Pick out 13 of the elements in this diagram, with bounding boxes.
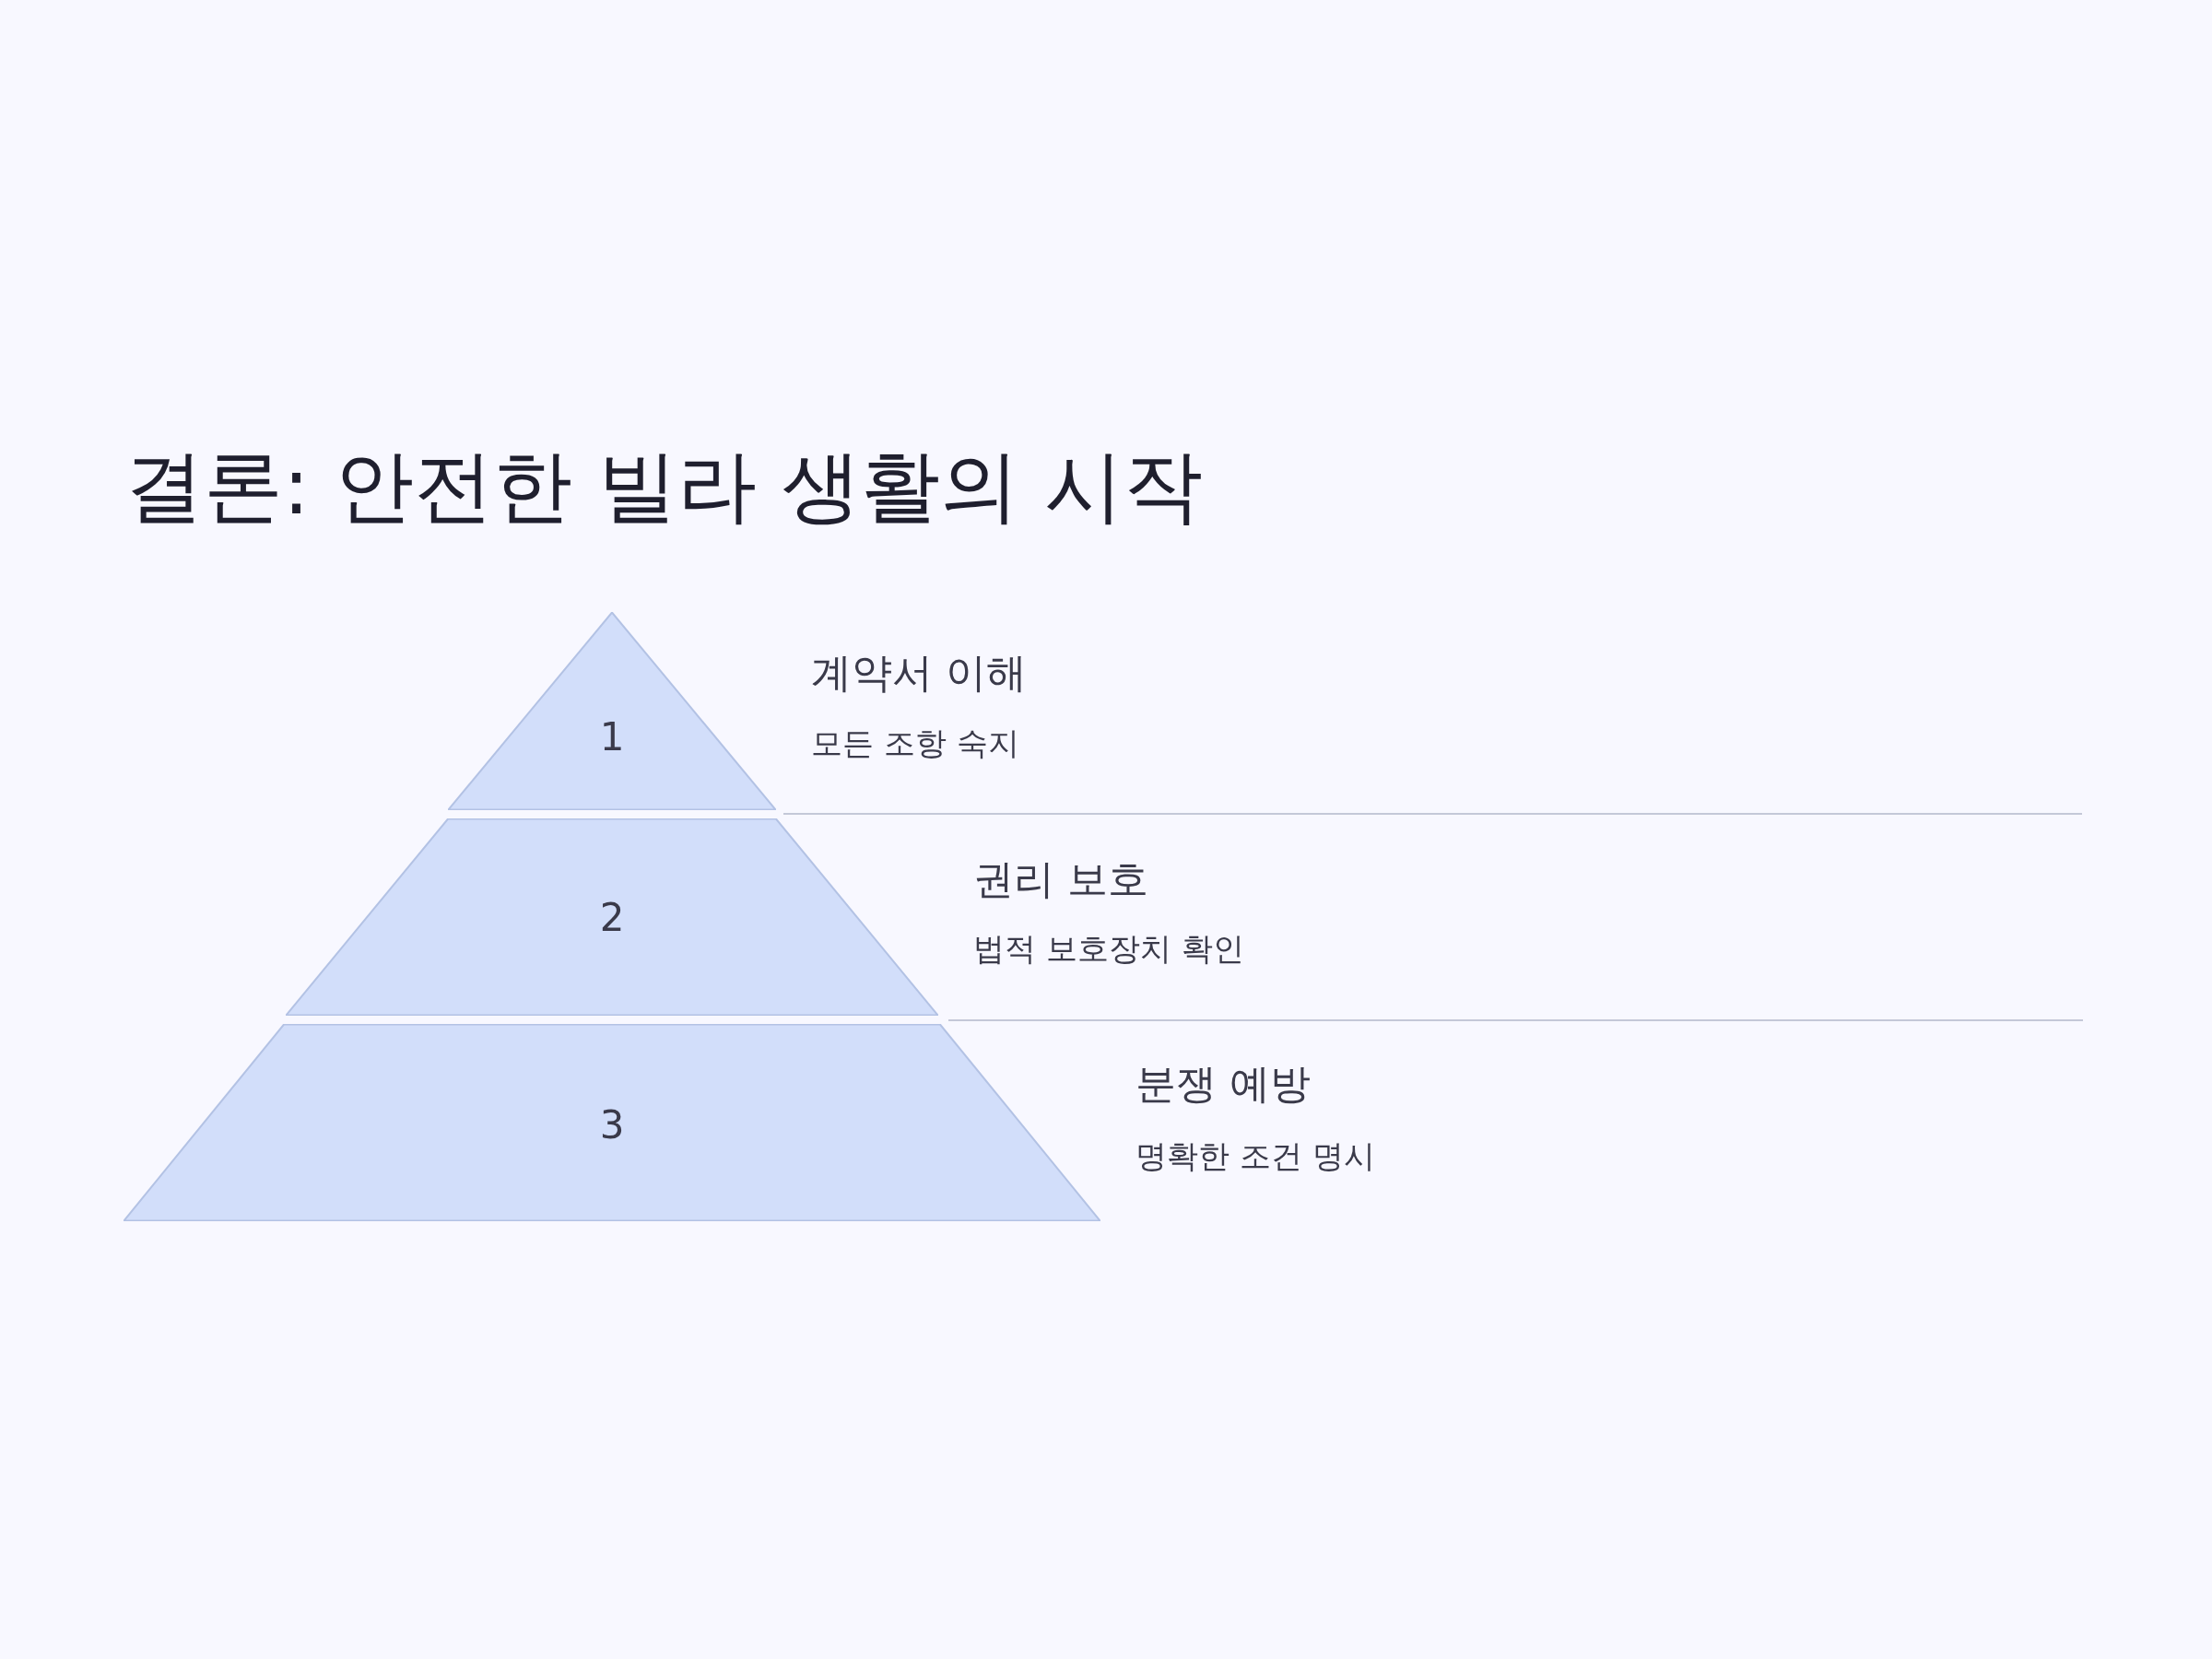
pyramid-tier xyxy=(448,612,776,810)
tier-number: 1 xyxy=(599,713,625,759)
tier-number: 3 xyxy=(599,1101,625,1147)
title: 결론: 안전한 빌라 생활의 시작 xyxy=(124,439,1204,534)
tier-description: 명확한 조건 명시 xyxy=(1135,1136,1375,1176)
tier-description: 법적 보호장치 확인 xyxy=(973,929,1244,969)
tier-number: 2 xyxy=(599,894,625,940)
tier-heading: 분쟁 예방 xyxy=(1135,1058,1311,1109)
pyramid-tier xyxy=(124,1024,1100,1221)
tier-description: 모든 조항 숙지 xyxy=(811,724,1019,763)
tier-heading: 계약서 이해 xyxy=(811,647,1027,698)
tier-heading: 권리 보호 xyxy=(973,853,1148,904)
pyramid-tier xyxy=(286,818,938,1016)
